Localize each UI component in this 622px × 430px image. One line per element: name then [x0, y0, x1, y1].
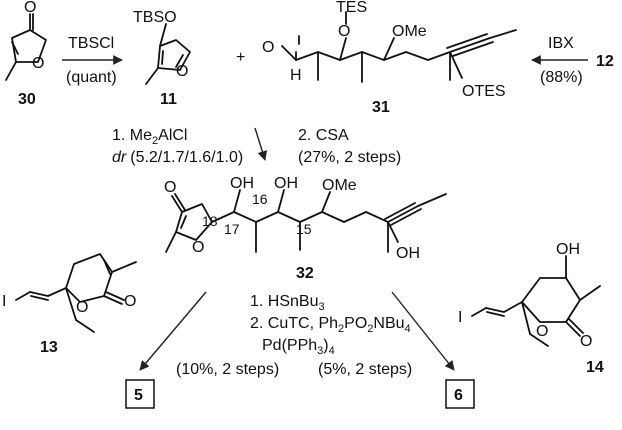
svg-text:2. CuTC, Ph2PO2NBu4: 2. CuTC, Ph2PO2NBu4: [250, 315, 411, 335]
compound-11-label: 11: [160, 91, 177, 108]
reagent-hsnbu3: 1. HSnBu: [250, 293, 318, 310]
dr-label: dr: [112, 149, 127, 166]
subscript: 4: [329, 345, 335, 357]
reagent-ibx: IBX: [548, 35, 574, 52]
compound-31-structure: O H O TES OMe OTES: [262, 0, 517, 100]
reaction-arrow: [139, 291, 207, 371]
reagent-pd: Pd(PPh: [262, 337, 317, 354]
compound-5-label: 5: [134, 387, 143, 404]
svg-text:1. HSnBu3: 1. HSnBu3: [250, 293, 325, 313]
locant-18: 18: [202, 213, 218, 229]
atom-ome: OMe: [392, 23, 427, 40]
compound-6-box: [445, 379, 475, 409]
atom-h: H: [290, 67, 302, 84]
reagent-cutc: 2. CuTC, Ph: [250, 315, 338, 332]
subscript: 3: [318, 301, 324, 313]
reagent-me2alcl-suffix: AlCl: [158, 127, 187, 144]
subscript: 2: [152, 135, 158, 147]
atom-o: O: [536, 323, 548, 340]
atom-o: O: [124, 293, 136, 310]
reagent-pd-close: ): [323, 337, 328, 354]
compound-13-structure: I O O: [2, 253, 137, 333]
svg-text:dr(5.2/1.7/1.6/1.0): dr(5.2/1.7/1.6/1.0): [112, 149, 243, 166]
reagent-nbu: NBu: [373, 315, 404, 332]
atom-oh: OH: [230, 175, 254, 192]
yield-6: (5%, 2 steps): [318, 361, 412, 378]
atom-o: O: [262, 39, 274, 56]
atom-o: O: [24, 0, 36, 16]
atom-o: O: [32, 55, 44, 72]
atom-o: O: [176, 63, 188, 80]
atom-i: I: [458, 309, 462, 326]
atom-tes: TES: [336, 0, 367, 16]
compound-13-label: 13: [40, 339, 58, 356]
subscript: 3: [317, 345, 323, 357]
atom-o: O: [338, 23, 350, 40]
compound-32-structure: O O OH OH OMe OH 18 17 16 15: [164, 175, 447, 262]
dr-value: (5.2/1.7/1.6/1.0): [130, 149, 243, 166]
compound-6-label: 6: [454, 387, 463, 404]
reaction-arrow: [391, 291, 455, 371]
compound-30-structure: O O: [5, 0, 47, 81]
locant-16: 16: [252, 191, 268, 207]
yield-ibx: (88%): [540, 69, 583, 86]
subscript: 4: [405, 323, 411, 335]
subscript: 2: [367, 323, 373, 335]
atom-tbso: TBSO: [133, 9, 177, 26]
reagent-me2alcl: 1. Me: [112, 127, 152, 144]
compound-12-label: 12: [596, 53, 614, 70]
compound-32-label: 32: [296, 265, 314, 282]
locant-15: 15: [296, 221, 312, 237]
reaction-arrow: [254, 127, 268, 161]
reagent-po: PO: [344, 315, 367, 332]
atom-o: O: [76, 299, 88, 316]
atom-otes: OTES: [462, 83, 506, 100]
yield-csa: (27%, 2 steps): [298, 149, 401, 166]
reagent-csa: 2. CSA: [298, 127, 349, 144]
atom-oh: OH: [556, 241, 580, 258]
yield-quant: (quant): [66, 69, 117, 86]
atom-o: O: [192, 239, 204, 256]
atom-o: O: [580, 333, 592, 350]
compound-14-label: 14: [586, 359, 604, 376]
compound-30-label: 30: [18, 91, 36, 108]
subscript: 2: [338, 323, 344, 335]
locant-17: 17: [224, 221, 240, 237]
svg-text:1. Me2AlCl: 1. Me2AlCl: [112, 127, 187, 147]
compound-14-structure: I OH O O: [458, 241, 601, 350]
svg-text:Pd(PPh3)4: Pd(PPh3)4: [262, 337, 335, 357]
compound-31-label: 31: [372, 99, 390, 116]
plus-sign: +: [236, 49, 245, 66]
atom-oh: OH: [396, 245, 420, 262]
compound-5-box: [125, 379, 155, 409]
reagent-tbscl: TBSCl: [68, 35, 114, 52]
atom-o: O: [164, 179, 176, 196]
compound-11-structure: O TBSO: [133, 9, 191, 85]
atom-oh: OH: [274, 175, 298, 192]
yield-5: (10%, 2 steps): [176, 361, 279, 378]
atom-i: I: [2, 293, 6, 310]
atom-ome: OMe: [322, 177, 357, 194]
